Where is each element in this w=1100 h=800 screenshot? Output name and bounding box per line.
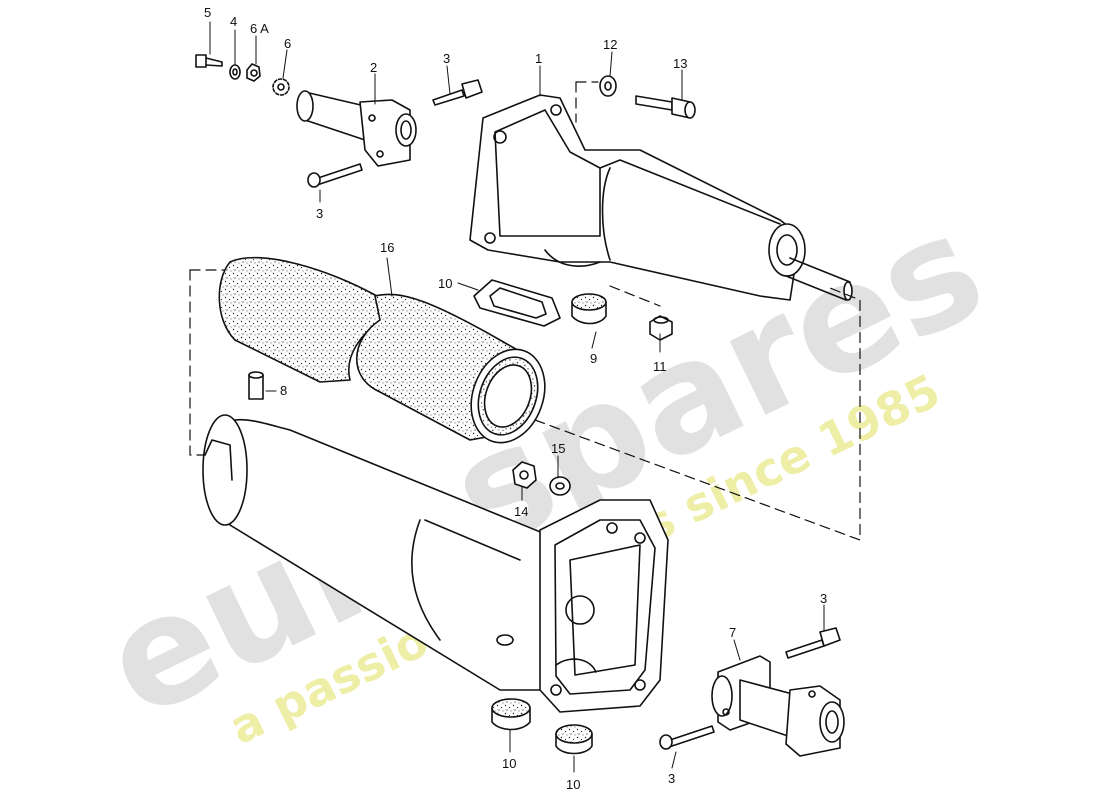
sleeve-8 bbox=[248, 371, 264, 434]
callout-9: 9 bbox=[590, 351, 597, 366]
callout-1: 1 bbox=[535, 51, 542, 66]
screw-3-lower-right bbox=[785, 627, 841, 659]
callout-12: 12 bbox=[603, 37, 617, 52]
callout-11: 11 bbox=[653, 359, 667, 374]
callout-13: 13 bbox=[673, 56, 687, 71]
callout-3-top: 3 bbox=[443, 51, 450, 66]
leader-lines bbox=[209, 21, 825, 773]
boot-16 bbox=[218, 256, 546, 444]
housing-part-1 bbox=[469, 94, 853, 301]
callout-3-lower-left: 3 bbox=[668, 771, 675, 786]
callout-7: 7 bbox=[729, 625, 736, 640]
callout-2: 2 bbox=[370, 60, 377, 75]
housing-lower bbox=[202, 414, 669, 713]
callouts: 5 4 6 A 6 2 3 3 1 12 13 16 10 9 11 8 15 … bbox=[204, 5, 827, 792]
nut-11 bbox=[649, 315, 673, 341]
assembly-dashed-lines bbox=[189, 81, 861, 541]
callout-10-lower-right: 10 bbox=[566, 777, 580, 792]
nut-14 bbox=[512, 461, 537, 489]
plug-10-lower-right bbox=[555, 724, 593, 755]
washer-12 bbox=[599, 75, 617, 97]
lock-washer-6 bbox=[272, 78, 290, 96]
callout-6a: 6 A bbox=[250, 21, 269, 36]
callout-4: 4 bbox=[230, 14, 237, 29]
screw-3-lower-left bbox=[659, 725, 715, 750]
callout-10-upper: 10 bbox=[438, 276, 452, 291]
nut-6a bbox=[246, 63, 261, 82]
plug-10-lower-left bbox=[491, 698, 531, 731]
washer-4 bbox=[229, 64, 241, 80]
seal-10-upper bbox=[473, 279, 561, 327]
callout-15: 15 bbox=[551, 441, 565, 456]
bolt-5 bbox=[195, 54, 223, 68]
callout-6: 6 bbox=[284, 36, 291, 51]
callout-10-lower-left: 10 bbox=[502, 756, 516, 771]
shaft-part-7 bbox=[711, 655, 845, 757]
washer-15 bbox=[549, 476, 571, 496]
plug-9 bbox=[571, 293, 607, 325]
callout-14: 14 bbox=[514, 504, 528, 519]
callout-3-lower-right: 3 bbox=[820, 591, 827, 606]
callout-5: 5 bbox=[204, 5, 211, 20]
screw-3-top bbox=[432, 79, 483, 106]
screw-3-left bbox=[307, 163, 363, 188]
shaft-part-2 bbox=[296, 90, 417, 167]
callout-3-left: 3 bbox=[316, 206, 323, 221]
callout-16: 16 bbox=[380, 240, 394, 255]
callout-8: 8 bbox=[280, 383, 287, 398]
screw-13 bbox=[635, 95, 696, 119]
